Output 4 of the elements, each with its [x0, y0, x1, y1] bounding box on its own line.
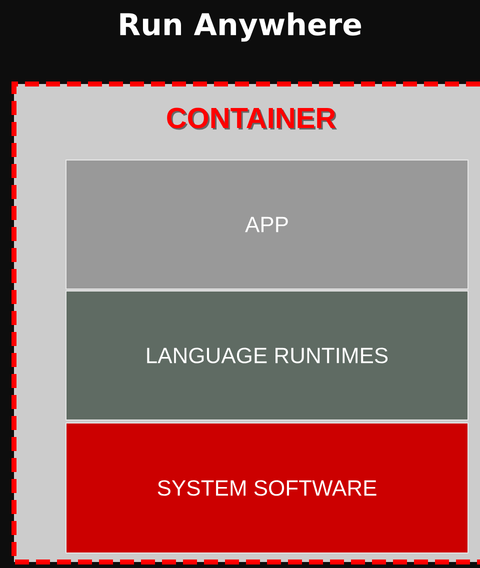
layer-box: APP [66, 160, 468, 290]
layer-box: SYSTEM SOFTWARE [66, 422, 468, 554]
title: Run Anywhere [120, 12, 362, 42]
layer-box: LANGUAGE RUNTIMES [66, 290, 468, 420]
